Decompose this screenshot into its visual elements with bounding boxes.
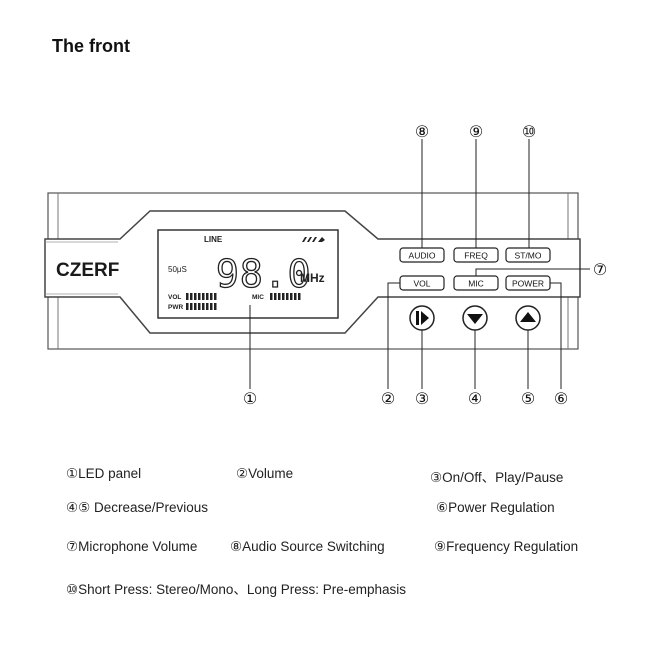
audio-button-label: AUDIO [409,251,436,261]
vol-level-meter [186,293,217,300]
lcd-mic-label: MIC [252,294,264,301]
meter-segment [186,293,189,300]
legend-volume: ②Volume [236,466,294,481]
callout-4: ④ [468,389,482,408]
meter-segment [190,293,193,300]
meter-segment [202,303,205,310]
callout-1: ① [243,389,257,408]
callout-3: ③ [415,389,429,408]
decrease-button[interactable] [462,305,488,331]
vol-button[interactable]: VOL [399,275,445,291]
audio-button[interactable]: AUDIO [399,247,445,263]
pwr-level-meter [186,303,217,310]
meter-segment [202,293,205,300]
brand-logo: CZERF [56,260,119,281]
legend-decrease: ④⑤ Decrease/Previous [66,500,209,515]
meter-segment [210,303,213,310]
power-button[interactable]: POWER [505,275,551,291]
meter-segment [290,293,293,300]
legend-onoff: ③On/Off、Play/Pause [430,470,564,485]
meter-segment [282,293,285,300]
callout-leaders [249,139,590,389]
stmo-button[interactable]: ST/MO [505,247,551,263]
increase-button[interactable] [515,305,541,331]
play-pause-button[interactable] [409,305,435,331]
meter-segment [294,293,297,300]
meter-segment [198,303,201,310]
meter-segment [278,293,281,300]
meter-segment [194,303,197,310]
mic-level-meter [270,293,301,300]
lcd-line-label: LINE [204,235,223,244]
lcd-deemphasis-label: 50μS [168,265,187,274]
lcd-frequency: 98.0 [216,252,312,296]
callout-9: ⑨ [469,122,483,141]
meter-segment [270,293,273,300]
signal-indicator-icon [302,237,325,242]
meter-segment [206,293,209,300]
legend-stmo-press: ⑩Short Press: Stereo/Mono、Long Press: Pr… [66,582,406,597]
legend-mic-volume: ⑦Microphone Volume [66,539,198,554]
meter-segment [206,303,209,310]
meter-segment [214,303,217,310]
meter-segment [190,303,193,310]
legend-frequency-regulation: ⑨Frequency Regulation [434,539,579,554]
callout-2: ② [381,389,395,408]
callout-6: ⑥ [554,389,568,408]
meter-segment [194,293,197,300]
legend-audio-source: ⑧Audio Source Switching [230,539,385,554]
freq-button[interactable]: FREQ [453,247,499,263]
lcd-vol-label: VOL [168,294,181,301]
down-arrow-icon [467,314,483,324]
meter-segment [198,293,201,300]
callout-10: ⑩ [522,122,536,141]
callout-7: ⑦ [593,260,607,279]
legend-power-regulation: ⑥Power Regulation [436,500,555,515]
meter-segment [286,293,289,300]
mic-button-label: MIC [468,279,484,289]
page-title: The front [52,36,130,56]
meter-segment [214,293,217,300]
freq-button-label: FREQ [464,251,488,261]
meter-segment [210,293,213,300]
lcd-unit: MHz [300,271,325,285]
stmo-button-label: ST/MO [515,251,542,261]
lcd-pwr-label: PWR [168,304,183,311]
play-pause-icon [416,311,429,325]
vol-button-label: VOL [413,279,430,289]
power-button-label: POWER [512,279,544,289]
legend-led-panel: ①LED panel [66,466,142,481]
callout-8: ⑧ [415,122,429,141]
callout-5: ⑤ [521,389,535,408]
meter-segment [274,293,277,300]
up-arrow-icon [520,312,536,322]
mic-button[interactable]: MIC [453,275,499,291]
meter-segment [298,293,301,300]
meter-segment [186,303,189,310]
